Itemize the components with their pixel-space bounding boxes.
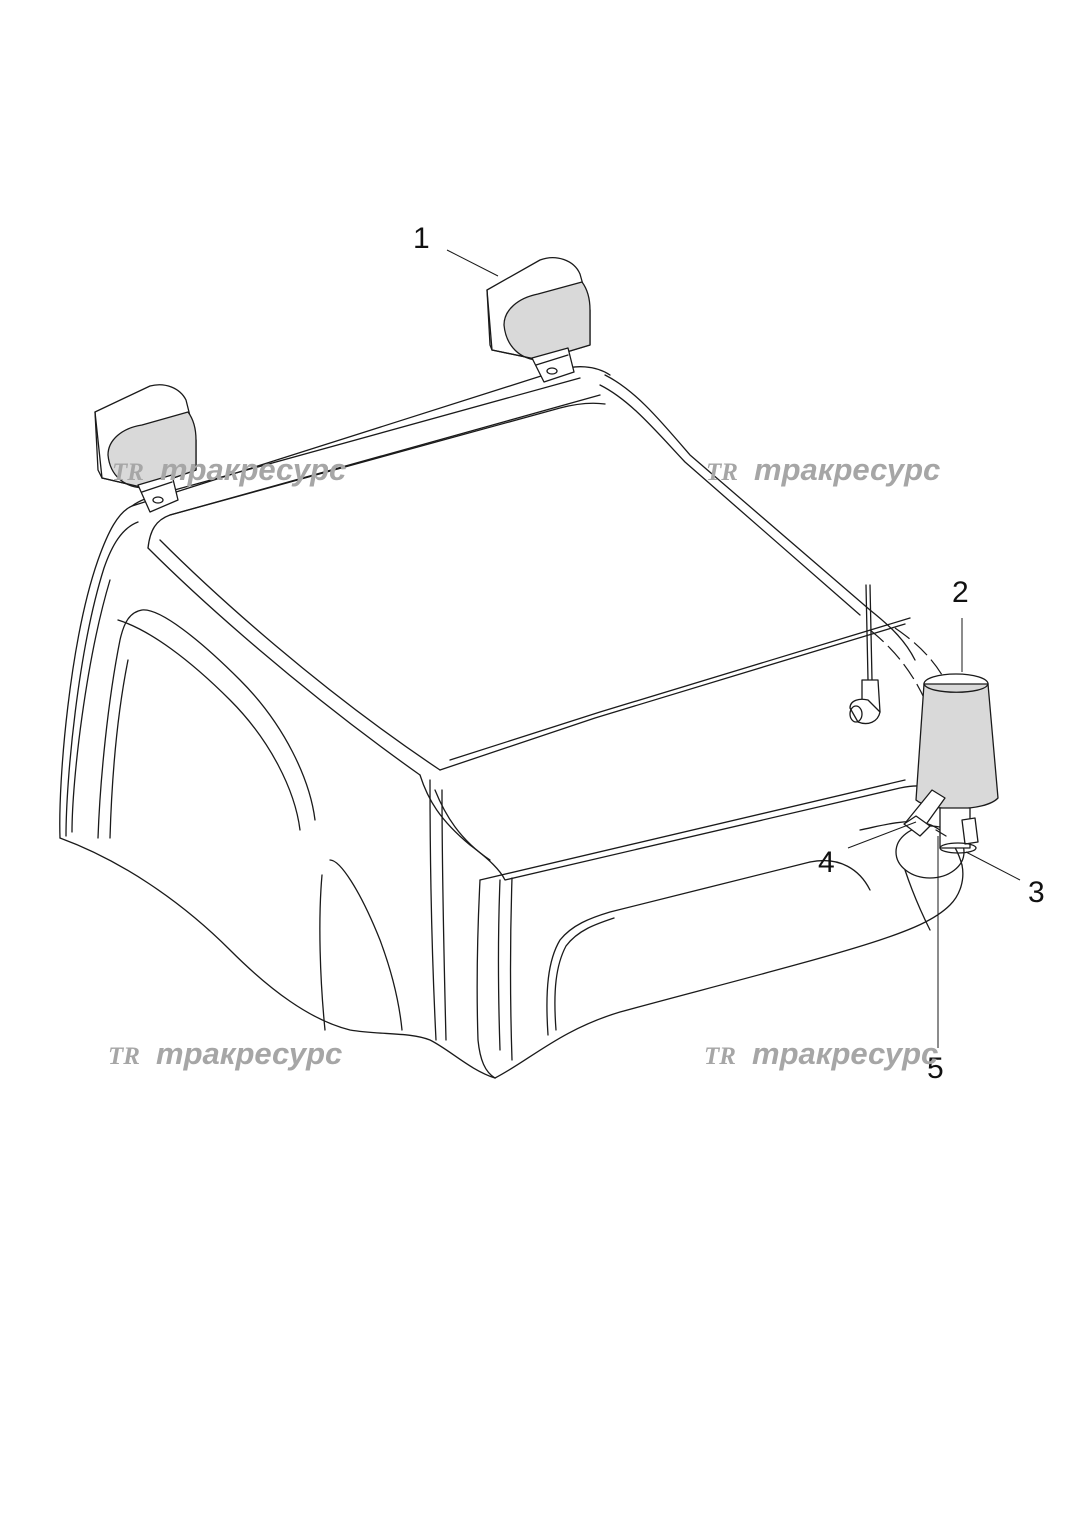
- antenna-icon: [849, 584, 881, 725]
- callout-label-1: 1: [413, 222, 430, 255]
- watermark-text: тракресурс: [754, 452, 940, 487]
- cab-roof: [59, 366, 965, 1079]
- watermark: TR тракресурс: [112, 452, 346, 487]
- callout-1: 1: [413, 222, 499, 277]
- work-lamp-icon: [94, 384, 197, 513]
- watermark-logo: TR: [704, 1043, 736, 1070]
- watermark-logo: TR: [108, 1043, 140, 1070]
- watermark-text: тракресурс: [752, 1036, 938, 1071]
- callout-2: 2: [952, 576, 969, 672]
- watermark-text: тракресурс: [156, 1036, 342, 1071]
- beacon-icon: [903, 673, 999, 854]
- watermark: TR тракресурс: [108, 1036, 342, 1071]
- callout-label-5: 5: [927, 1052, 944, 1085]
- callout-3: 3: [965, 851, 1045, 909]
- watermark: TR тракресурс: [704, 1036, 938, 1071]
- callout-label-4: 4: [818, 846, 835, 879]
- watermark-logo: TR: [112, 459, 144, 486]
- watermark-text: тракресурс: [160, 452, 346, 487]
- watermark-logo: TR: [706, 459, 738, 486]
- callout-label-3: 3: [1028, 876, 1045, 909]
- callout-4: 4: [818, 821, 917, 879]
- callout-label-2: 2: [952, 576, 969, 609]
- watermark: TR тракресурс: [706, 452, 940, 487]
- callout-5: 5: [927, 836, 944, 1085]
- work-lamp-icon: [486, 257, 591, 383]
